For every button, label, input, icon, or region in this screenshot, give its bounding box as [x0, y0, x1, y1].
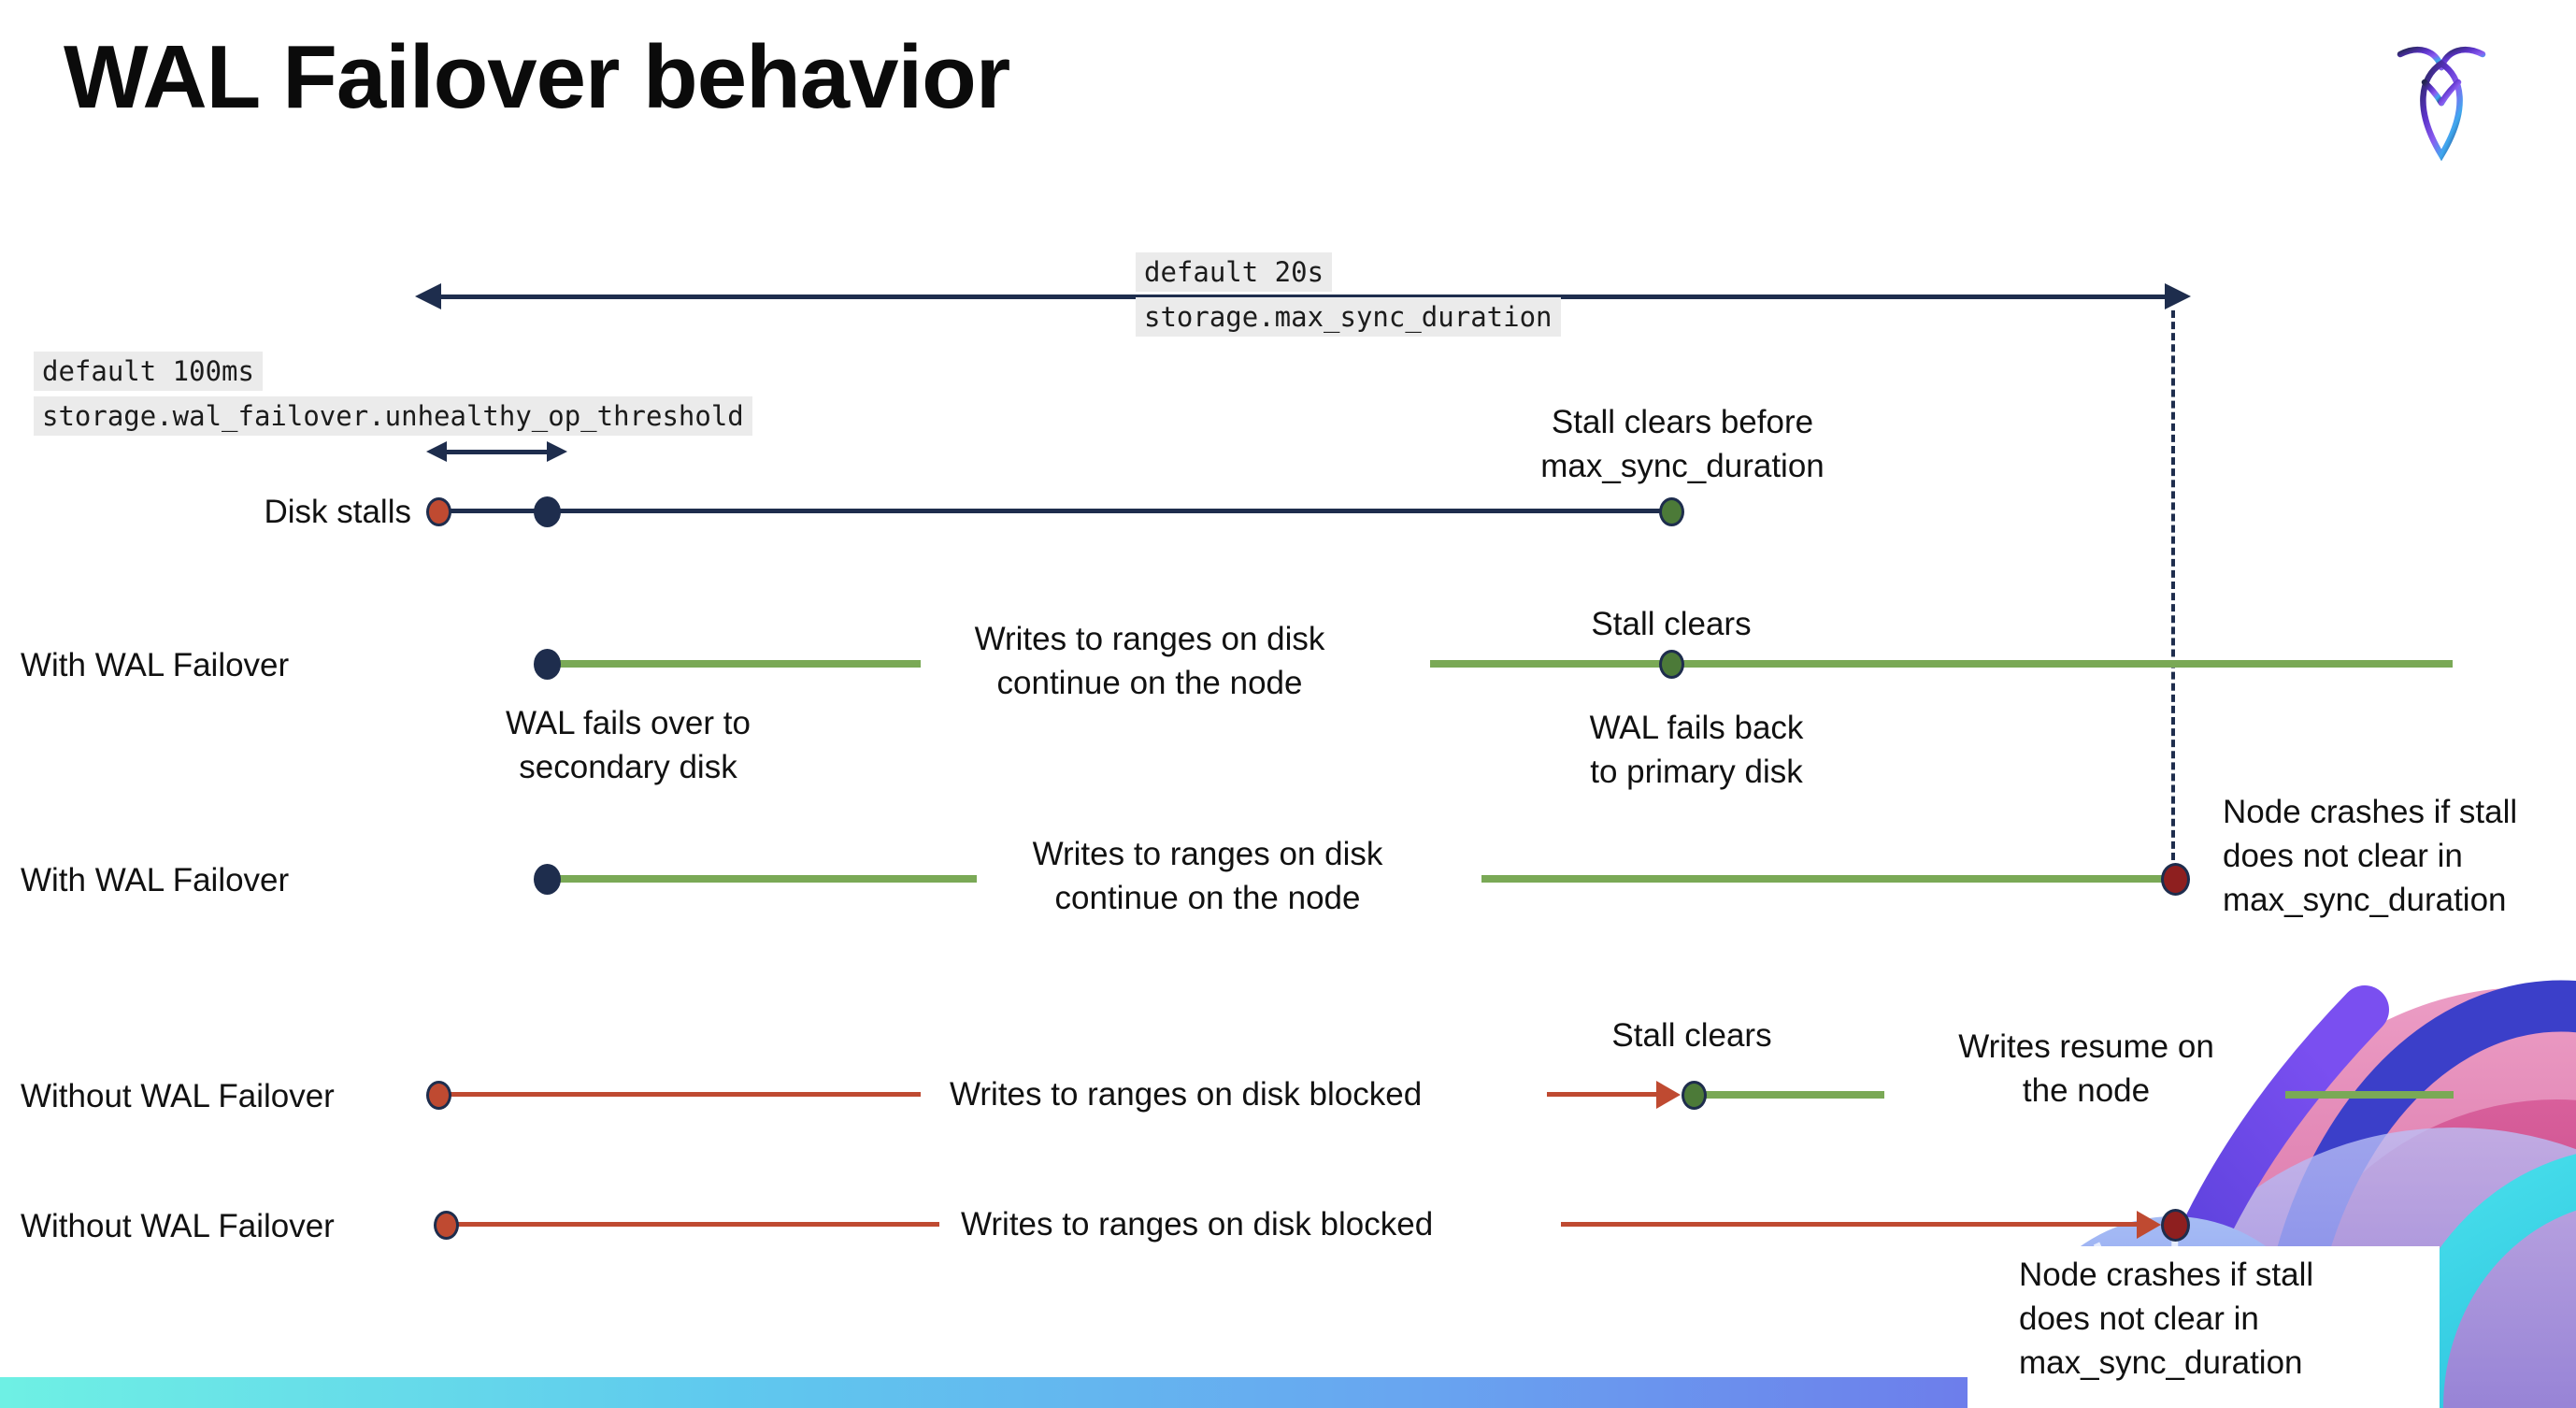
stall-start-dot [426, 497, 451, 526]
annotation-writes-blocked: Writes to ranges on disk blocked [950, 1076, 1423, 1113]
writes-blocked-line [1547, 1092, 1664, 1097]
arrowhead-right-icon [547, 441, 567, 462]
stall-start-dot [434, 1211, 459, 1240]
max-sync-default-label: default 20s [1136, 252, 1333, 292]
annotation-node-crashes: Node crashes if stall does not clear in … [2223, 794, 2518, 918]
threshold-dot [534, 496, 561, 527]
annotation-node-crashes: Node crashes if stall does not clear in … [2019, 1257, 2314, 1381]
writes-continue-line [547, 660, 921, 668]
writes-blocked-line [1561, 1222, 2139, 1227]
row-label-disk-stalls: Disk stalls [264, 494, 411, 530]
annotation-wal-fails-over: WAL fails over to secondary disk [506, 705, 751, 785]
arrowhead-right-icon [2165, 283, 2191, 309]
disk-stall-timeline [438, 509, 1671, 513]
page-title: WAL Failover behavior [64, 27, 1010, 127]
stall-clear-dot [1659, 497, 1684, 526]
writes-blocked-line [438, 1092, 921, 1097]
arrowhead-right-icon [1656, 1081, 1681, 1109]
node-crash-dot [2161, 1209, 2190, 1242]
annotation-writes-resume: Writes resume on the node [1958, 1028, 2214, 1109]
stall-clear-dot [1682, 1081, 1707, 1110]
annotation-stall-clears-before: Stall clears before max_sync_duration [1540, 404, 1825, 484]
arrowhead-right-icon [2137, 1211, 2161, 1239]
cockroachdb-logo-icon [2397, 47, 2486, 162]
writes-resume-line [2285, 1091, 2454, 1099]
arrowhead-left-icon [426, 441, 447, 462]
row-label-with-wal-failover: With WAL Failover [21, 647, 290, 683]
failover-dot [534, 864, 561, 895]
annotation-writes-continue: Writes to ranges on disk continue on the… [974, 621, 1325, 701]
annotation-stall-clears: Stall clears [1611, 1017, 1772, 1054]
annotation-writes-continue: Writes to ranges on disk continue on the… [1032, 836, 1383, 916]
stall-clear-dot [1659, 650, 1684, 679]
max-sync-span-line [439, 295, 2167, 299]
arrowhead-left-icon [415, 283, 441, 309]
writes-resume-line [1694, 1091, 1884, 1099]
annotation-writes-blocked: Writes to ranges on disk blocked [961, 1206, 1434, 1243]
node-crash-dot [2161, 863, 2190, 896]
max-sync-deadline-dashed-line [2171, 310, 2175, 860]
unhealthy-op-setting-label: storage.wal_failover.unhealthy_op_thresh… [34, 396, 752, 436]
annotation-wal-fails-back: WAL fails back to primary disk [1589, 710, 1804, 790]
writes-continue-line [1430, 660, 2453, 668]
failover-dot [534, 649, 561, 680]
crash-callout-box [1968, 1246, 2440, 1408]
threshold-span-line [445, 450, 549, 454]
unhealthy-op-default-label: default 100ms [34, 352, 263, 391]
row-label-without-wal-failover: Without WAL Failover [21, 1078, 335, 1114]
writes-continue-line [547, 875, 977, 883]
stall-start-dot [426, 1081, 451, 1110]
writes-blocked-line [447, 1222, 939, 1227]
row-label-with-wal-failover: With WAL Failover [21, 862, 290, 898]
writes-continue-line [1481, 875, 2167, 883]
row-label-without-wal-failover: Without WAL Failover [21, 1208, 335, 1244]
annotation-stall-clears: Stall clears [1591, 606, 1752, 642]
max-sync-setting-label: storage.max_sync_duration [1136, 297, 1561, 337]
